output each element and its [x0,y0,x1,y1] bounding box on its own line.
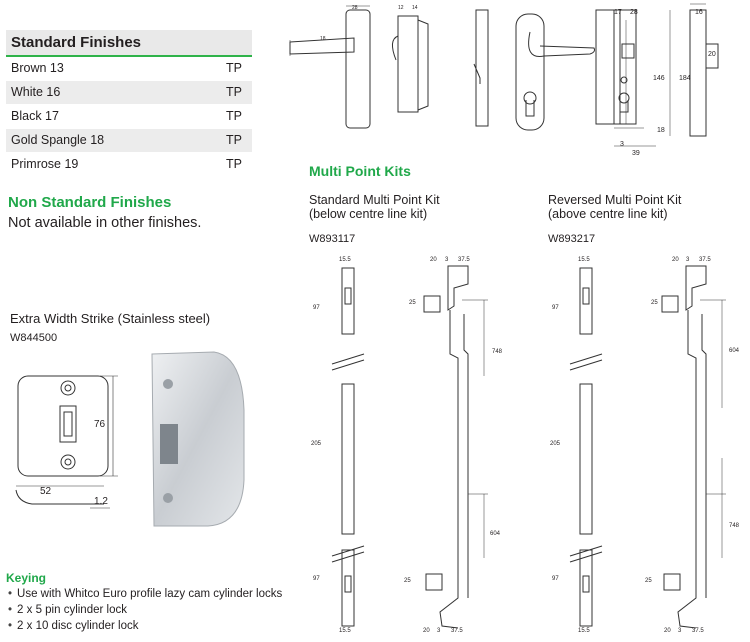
kit-dim: 20 [664,628,671,634]
kit-dim: 97 [313,305,320,311]
kit-dim: 604 [490,531,501,537]
keying-item: 2 x 10 disc cylinder lock [6,618,282,634]
handle-dim: 12 [398,5,404,11]
kit-dim: 20 [430,257,437,263]
standard-finishes-table: Standard Finishes Brown 13 TP White 16 T… [6,30,252,177]
kit-name: Standard Multi Point Kit (below centre l… [309,193,440,221]
kit-dim: 37.5 [699,257,711,263]
kit-dim: 748 [492,349,503,355]
kit-dim: 3 [437,628,441,634]
handle-dim: 3 [620,141,624,148]
keying-item: Use with Whitco Euro profile lazy cam cy… [6,586,282,602]
kit-dim: 3 [686,257,690,263]
kit-dim: 15.5 [578,257,590,263]
kit-dim: 25 [645,578,652,584]
kit-dim: 15.5 [339,628,351,634]
handle-dim: 28 [352,5,358,11]
finish-name: Gold Spangle 18 [11,133,105,147]
kit-dim: 15.5 [578,628,590,634]
kit-name-line: (above centre line kit) [548,207,668,221]
kit-code: W893217 [548,233,596,245]
handle-dim: 16 [695,9,703,16]
keying-title: Keying [6,571,47,585]
finish-name: Primrose 19 [11,157,79,171]
standard-kit-drawing [331,265,488,629]
finish-name: Brown 13 [11,61,64,75]
finish-row: Primrose 19 TP [6,153,252,177]
strike-code: W844500 [10,332,58,344]
kit-dim: 604 [729,348,740,354]
kit-dim: 205 [550,441,561,447]
multi-point-kits-title: Multi Point Kits [309,163,411,179]
finish-name: Black 17 [11,109,59,123]
kit-dim: 3 [445,257,449,263]
handle-dim: 14 [412,5,418,11]
finish-name: White 16 [11,85,61,99]
finish-row: Black 17 TP [6,105,252,129]
keying-list: Use with Whitco Euro profile lazy cam cy… [6,586,282,634]
kit-dim: 205 [311,441,322,447]
kit-dim: 97 [313,576,320,582]
handle-dim: 18 [657,127,665,134]
finish-row: White 16 TP [6,81,252,105]
kit-name-line: (below centre line kit) [309,207,428,221]
kit-dim: 37.5 [692,628,704,634]
finish-code: TP [226,133,242,147]
finish-code: TP [226,157,242,171]
handle-dim: 184 [679,75,691,82]
finish-code: TP [226,85,242,99]
handle-dim: 20 [708,51,716,58]
kit-dim: 20 [672,257,679,263]
kit-name-line: Standard Multi Point Kit [309,193,440,207]
strike-drawing [15,375,118,509]
kit-dim: 97 [552,576,559,582]
kit-dim: 37.5 [451,628,463,634]
handle-dim: 18 [320,36,326,42]
kit-dim: 20 [423,628,430,634]
kit-dim: 3 [678,628,682,634]
strike-dim-thickness: 1.2 [94,496,108,507]
finish-code: TP [226,109,242,123]
kit-dim: 748 [729,523,740,529]
handle-dim: 28 [630,9,638,16]
handle-technical-drawings [289,3,719,147]
kit-dim: 25 [404,578,411,584]
keying-item: 2 x 5 pin cylinder lock [6,602,282,618]
kit-code: W893117 [309,233,356,245]
kit-name: Reversed Multi Point Kit (above centre l… [548,193,681,221]
finish-code: TP [226,61,242,75]
handle-dim: 39 [632,150,640,157]
strike-plate-photo [151,351,245,527]
standard-finishes-title: Standard Finishes [6,30,252,57]
finish-row: Gold Spangle 18 TP [6,129,252,153]
finish-row: Brown 13 TP [6,57,252,81]
kit-dim: 97 [552,305,559,311]
kit-dim: 37.5 [458,257,470,263]
strike-dim-width: 52 [40,486,52,497]
non-standard-finishes-text: Not available in other finishes. [8,215,202,231]
kit-dim: 25 [409,300,416,306]
strike-dim-height: 76 [94,419,106,430]
handle-dim: 146 [653,75,665,82]
kit-name-line: Reversed Multi Point Kit [548,193,682,207]
non-standard-finishes-title: Non Standard Finishes [8,194,172,211]
strike-title: Extra Width Strike (Stainless steel) [10,311,211,326]
kit-dim: 25 [651,300,658,306]
reversed-kit-drawing [569,265,726,629]
kit-dim: 15.5 [339,257,351,263]
handle-dim: 17 [614,9,622,16]
